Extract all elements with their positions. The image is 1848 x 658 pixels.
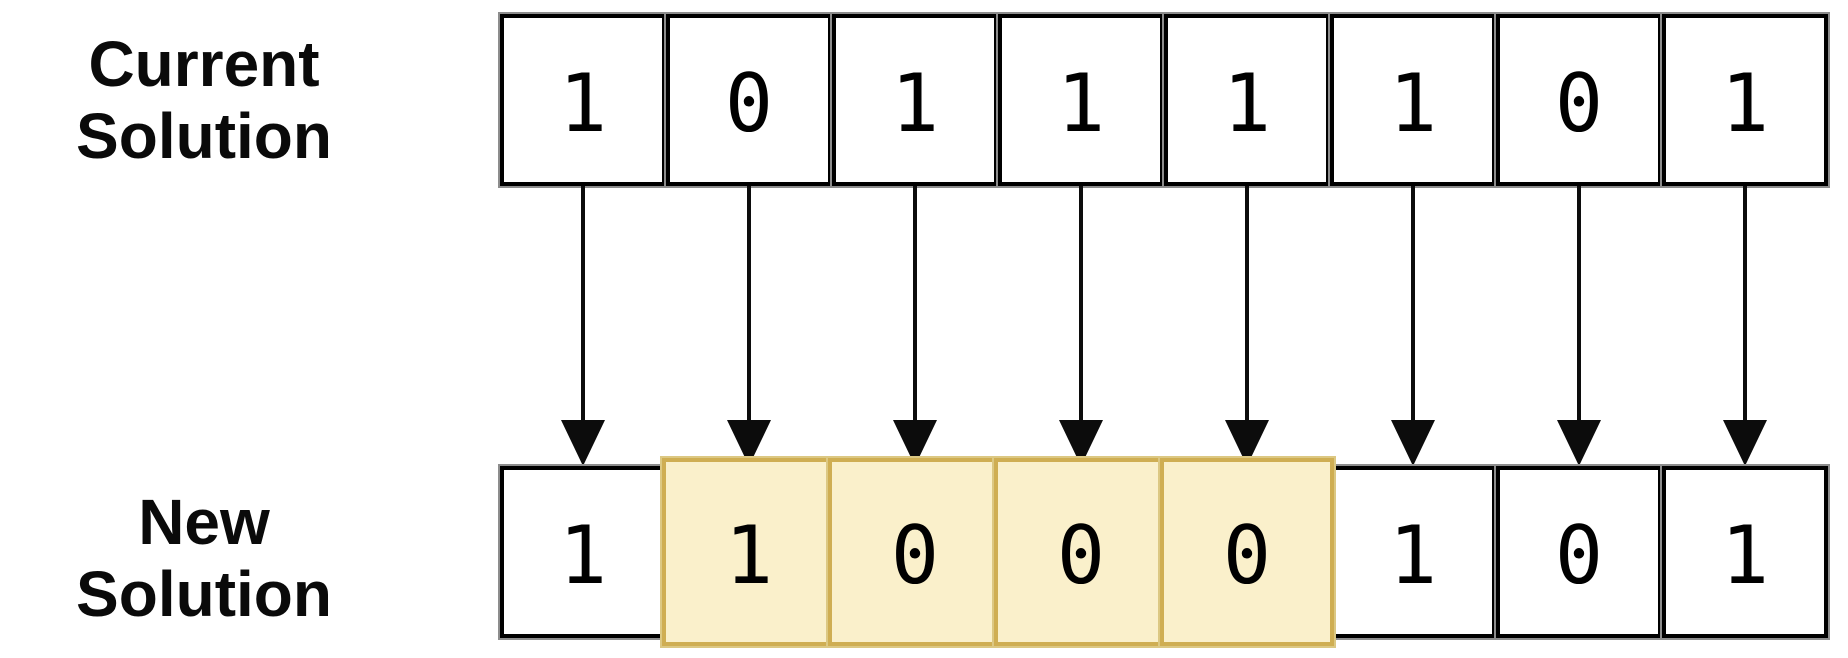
bit-value: 0 xyxy=(890,509,940,602)
bit-value: 1 xyxy=(1720,509,1770,602)
bit-value: 0 xyxy=(1056,509,1106,602)
copy-arrow xyxy=(500,186,666,466)
bit-value: 0 xyxy=(724,57,774,150)
arrow-shaft xyxy=(1577,186,1581,424)
bit-cell: 0 xyxy=(666,14,832,186)
bit-value: 1 xyxy=(558,509,608,602)
copy-arrow xyxy=(1164,186,1330,466)
arrow-shaft xyxy=(1245,186,1249,424)
bit-cell: 1 xyxy=(662,458,836,646)
bit-cell: 1 xyxy=(998,14,1164,186)
current-solution-row: 1 0 1 1 1 1 0 1 xyxy=(500,14,1828,186)
bit-value: 0 xyxy=(1554,509,1604,602)
bit-value: 1 xyxy=(1388,509,1438,602)
bit-cell: 1 xyxy=(500,466,666,638)
bit-value: 1 xyxy=(1388,57,1438,150)
arrow-head-icon xyxy=(561,420,605,466)
bit-value: 1 xyxy=(558,57,608,150)
current-solution-label: Current Solution xyxy=(76,28,332,172)
copy-arrow xyxy=(1662,186,1828,466)
copy-arrow xyxy=(1330,186,1496,466)
bit-cell: 1 xyxy=(1164,14,1330,186)
bit-cell: 0 xyxy=(1160,458,1334,646)
arrow-head-icon xyxy=(1723,420,1767,466)
new-solution-label: New Solution xyxy=(76,486,332,630)
bit-value: 1 xyxy=(890,57,940,150)
new-solution-row: 1 1 0 0 0 1 0 1 xyxy=(500,458,1828,646)
bit-value: 0 xyxy=(1222,509,1272,602)
bit-cell: 1 xyxy=(1662,466,1828,638)
copy-arrow xyxy=(666,186,832,466)
bit-value: 1 xyxy=(724,509,774,602)
arrow-shaft xyxy=(1743,186,1747,424)
arrow-head-icon xyxy=(1391,420,1435,466)
bit-cell: 0 xyxy=(1496,14,1662,186)
copy-arrow xyxy=(998,186,1164,466)
bit-cell: 0 xyxy=(828,458,1002,646)
arrow-shaft xyxy=(581,186,585,424)
copy-arrow xyxy=(1496,186,1662,466)
bit-cell: 1 xyxy=(1662,14,1828,186)
bit-cell: 0 xyxy=(1496,466,1662,638)
bit-cell: 1 xyxy=(1330,466,1496,638)
copy-arrow xyxy=(832,186,998,466)
bit-cell: 1 xyxy=(832,14,998,186)
bit-value: 1 xyxy=(1056,57,1106,150)
arrow-shaft xyxy=(1079,186,1083,424)
arrow-shaft xyxy=(913,186,917,424)
bit-cell: 1 xyxy=(500,14,666,186)
arrow-head-icon xyxy=(1557,420,1601,466)
arrow-shaft xyxy=(747,186,751,424)
bit-cell: 0 xyxy=(994,458,1168,646)
bit-value: 1 xyxy=(1222,57,1272,150)
bit-cell: 1 xyxy=(1330,14,1496,186)
bit-value: 1 xyxy=(1720,57,1770,150)
mapping-arrows xyxy=(500,186,1828,466)
arrow-shaft xyxy=(1411,186,1415,424)
bit-value: 0 xyxy=(1554,57,1604,150)
